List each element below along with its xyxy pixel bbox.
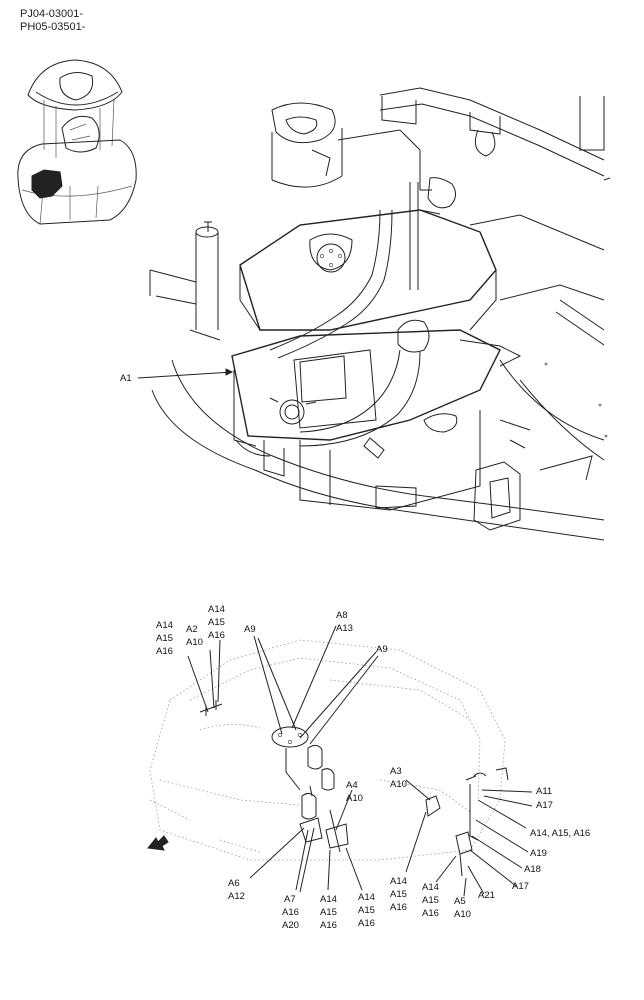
lower-callout-labels: A14 A15 A16 A2 A10 A14 A15 A16 A9 A8 A13…	[156, 604, 590, 931]
label-a3: A3	[390, 766, 402, 777]
label-a14: A14	[358, 892, 375, 903]
lower-tank-schematic	[147, 639, 509, 877]
label-a16: A16	[208, 630, 225, 641]
label-a1: A1	[120, 373, 132, 384]
label-a17: A17	[536, 800, 553, 811]
label-a5: A5	[454, 896, 466, 907]
label-a15: A15	[156, 633, 173, 644]
label-a14: A14	[320, 894, 337, 905]
label-a4: A4	[346, 780, 358, 791]
label-a16: A16	[320, 920, 337, 931]
label-a7: A7	[284, 894, 296, 905]
label-a16: A16	[422, 908, 439, 919]
label-a14: A14	[390, 876, 407, 887]
label-a16: A16	[282, 907, 299, 918]
label-a15: A15	[358, 905, 375, 916]
label-a13: A13	[336, 623, 353, 634]
label-a16: A16	[358, 918, 375, 929]
label-a14: A14	[422, 882, 439, 893]
label-a10: A10	[390, 779, 407, 790]
label-a16: A16	[156, 646, 173, 657]
label-a17: A17	[512, 881, 529, 892]
label-a15: A15	[422, 895, 439, 906]
label-a9: A9	[244, 624, 256, 635]
leader-lines	[187, 625, 533, 897]
label-a14: A14	[208, 604, 225, 615]
label-a2: A2	[186, 624, 198, 635]
label-a15: A15	[208, 617, 225, 628]
label-a15: A15	[390, 889, 407, 900]
label-a19: A19	[530, 848, 547, 859]
label-a9: A9	[376, 644, 388, 655]
label-a14: A14	[156, 620, 173, 631]
label-a8: A8	[336, 610, 348, 621]
label-a14-a15-a16: A14, A15, A16	[530, 828, 590, 839]
label-a20: A20	[282, 920, 299, 931]
label-a11: A11	[536, 786, 552, 797]
label-a15: A15	[320, 907, 337, 918]
serial-range-line-2: PH05-03501-	[20, 21, 86, 33]
machine-locator-icon	[17, 59, 137, 225]
label-a6: A6	[228, 878, 240, 889]
label-a12: A12	[228, 891, 245, 902]
label-a10: A10	[186, 637, 203, 648]
serial-range-line-1: PJ04-03001-	[20, 8, 83, 20]
label-a16: A16	[390, 902, 407, 913]
label-a10: A10	[346, 793, 363, 804]
upper-fuel-tank-view	[137, 87, 611, 541]
label-a18: A18	[524, 864, 541, 875]
label-a10: A10	[454, 909, 471, 920]
label-a21: A21	[478, 890, 495, 901]
